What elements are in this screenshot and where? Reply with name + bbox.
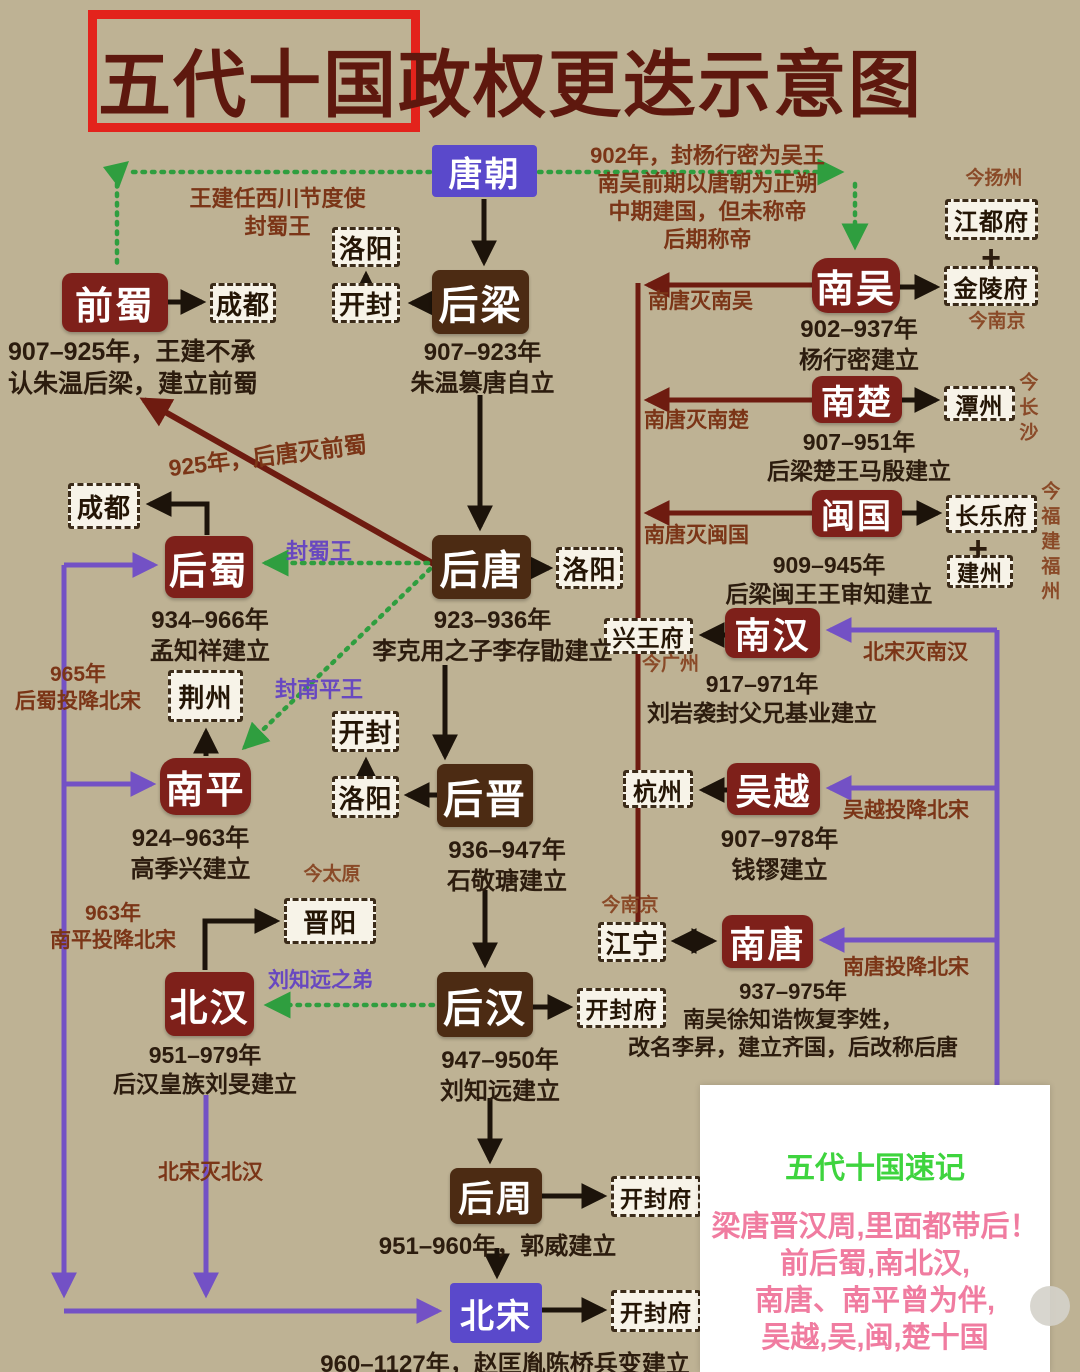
note-southern-tang-surrender: 南唐投降北宋 [843,956,969,979]
note-now-fuzhou: 今福建福州 [1038,481,1060,606]
note-southern-wu-desc: 902–937年 杨行密建立 [799,316,919,374]
node-later-zhou: 后周 [450,1168,542,1224]
capital-jinyang: 晋阳 [284,898,376,944]
note-northern-han-desc: 951–979年 后汉皇族刘旻建立 [113,1042,297,1098]
node-min-kingdom: 闽国 [812,490,902,537]
maroon-conquest-lines [139,272,812,933]
plus-sign-yangzhou: + [981,239,1001,277]
capital-chengdu-1: 成都 [210,283,276,323]
note-now-changsha: 今长沙 [1016,372,1038,447]
node-later-jin: 后晋 [437,764,533,827]
mnemonic-panel: 五代十国速记 梁唐晋汉周,里面都带后！ 前后蜀,南北汉, 南唐、南平曾为伴, 吴… [700,1085,1050,1372]
note-later-shu-surrender: 965年 后蜀投降北宋 [15,663,141,713]
note-nanping-desc: 924–963年 高季兴建立 [130,825,251,883]
node-tang-dynasty: 唐朝 [432,145,537,197]
node-northern-song: 北宋 [450,1283,542,1343]
node-later-liang: 后梁 [432,270,529,334]
capital-jiangdufu: 江都府 [945,199,1038,240]
node-southern-tang: 南唐 [722,915,813,968]
node-nanping: 南平 [160,758,251,815]
plus-sign-fuzhou: + [968,530,988,568]
green-appointment-lines [103,158,869,1019]
note-former-shu-desc: 907–925年，王建不承 认朱温后梁，建立前蜀 [8,338,259,398]
capital-jiangning: 江宁 [598,922,666,962]
note-feng-shu-wang: 封蜀王 [286,539,353,564]
capital-kaifengfu-3: 开封府 [611,1290,701,1332]
node-wuyue: 吴越 [727,763,820,815]
note-later-tang-desc: 923–936年 李克用之子李存勖建立 [372,607,613,665]
mnemonic-line: 梁唐晋汉周,里面都带后！ [711,1211,1039,1243]
note-yang-xingmi-appointment: 902年，封杨行密为吴王 南吴前期以唐朝为正朔 中期建国，但未称帝 后期称帝 [590,143,825,253]
note-southern-chu-fall: 南唐灭南楚 [644,409,749,432]
note-min-desc: 909–945年 后梁闽王王审知建立 [725,552,933,608]
note-now-yangzhou: 今扬州 [965,168,1023,189]
capital-changlefu: 长乐府 [946,495,1037,533]
note-later-shu-desc: 934–966年 孟知祥建立 [150,607,270,665]
node-later-shu: 后蜀 [165,536,253,598]
note-later-zhou-desc: 951–960年，郭威建立 [378,1233,617,1260]
capital-kaifeng-1: 开封 [332,283,400,323]
capital-tanzhou: 潭州 [944,386,1015,421]
mnemonic-line: 吴越,吴,闽,楚十国 [761,1322,989,1354]
page-title: 五代十国政权更迭示意图 [98,45,923,126]
capital-luoyang-3: 洛阳 [332,776,399,818]
note-nanping-surrender: 963年 南平投降北宋 [50,902,176,952]
node-southern-wu: 南吴 [812,258,900,313]
note-liu-zhiyuan-brother: 刘知远之弟 [268,969,373,992]
note-now-taiyuan: 今太原 [303,864,361,885]
note-min-fall: 南唐灭闽国 [644,524,749,547]
mnemonic-line: 前后蜀,南北汉, [779,1248,971,1280]
note-now-nanjing-1: 今南京 [968,311,1026,332]
note-later-liang-desc: 907–923年 朱温篡唐自立 [410,339,555,397]
capital-chengdu-2: 成都 [68,483,140,529]
capital-jinlingfu: 金陵府 [944,266,1038,306]
node-southern-chu: 南楚 [812,376,902,423]
mnemonic-title: 五代十国速记 [785,1152,965,1185]
capital-kaifeng-2: 开封 [332,711,399,752]
note-later-han-desc: 947–950年 刘知远建立 [440,1047,560,1105]
node-later-han: 后汉 [437,972,533,1037]
purple-song-lines [51,552,1000,1324]
note-now-nanjing-2: 今南京 [601,895,659,916]
note-southern-tang-desc: 937–975年 南吴徐知诰恢复李姓， 改名李昇，建立齐国，后改称后唐 [627,979,958,1061]
note-wang-jian-appointment: 王建任西川节度使 封蜀王 [189,186,366,240]
mnemonic-body: 梁唐晋汉周,里面都带后！ 前后蜀,南北汉, 南唐、南平曾为伴, 吴越,吴,闽,楚… [700,1209,1050,1357]
note-northern-han-fall: 北宋灭北汉 [158,1161,263,1184]
capital-kaifengfu-1: 开封府 [577,988,666,1028]
capital-luoyang-2: 洛阳 [556,547,623,589]
capital-jianzhou: 建州 [947,555,1013,588]
black-arrows [145,199,943,1323]
capital-xingwangfu: 兴王府 [604,618,693,654]
note-later-jin-desc: 936–947年 石敬瑭建立 [447,837,567,895]
note-wuyue-surrender: 吴越投降北宋 [843,799,969,822]
note-now-guangzhou: 今广州 [642,654,700,675]
node-former-shu: 前蜀 [62,273,168,332]
note-northern-song-desc: 960–1127年，赵匡胤陈桥兵变建立 [320,1351,690,1372]
capital-jingzhou: 荆州 [168,670,243,722]
node-later-tang: 后唐 [432,535,531,599]
note-southern-chu-desc: 907–951年 后梁楚王马殷建立 [767,429,951,485]
note-wuyue-desc: 907–978年 钱镠建立 [720,826,839,884]
capital-hangzhou: 杭州 [623,770,693,808]
note-southern-han-fall: 北宋灭南汉 [863,641,968,664]
title-red-frame [88,10,420,132]
note-southern-han-desc: 917–971年 刘岩袭封父兄基业建立 [647,671,877,727]
capital-luoyang-1: 洛阳 [332,227,400,267]
mnemonic-line: 南唐、南平曾为伴, [754,1285,996,1317]
capital-kaifengfu-2: 开封府 [611,1176,701,1217]
node-northern-han: 北汉 [165,972,254,1036]
note-southern-wu-fall: 南唐灭南吴 [648,290,753,313]
floating-handle-button[interactable] [1030,1286,1070,1326]
node-southern-han: 南汉 [725,608,820,658]
note-feng-nanping-wang: 封南平王 [275,677,364,702]
